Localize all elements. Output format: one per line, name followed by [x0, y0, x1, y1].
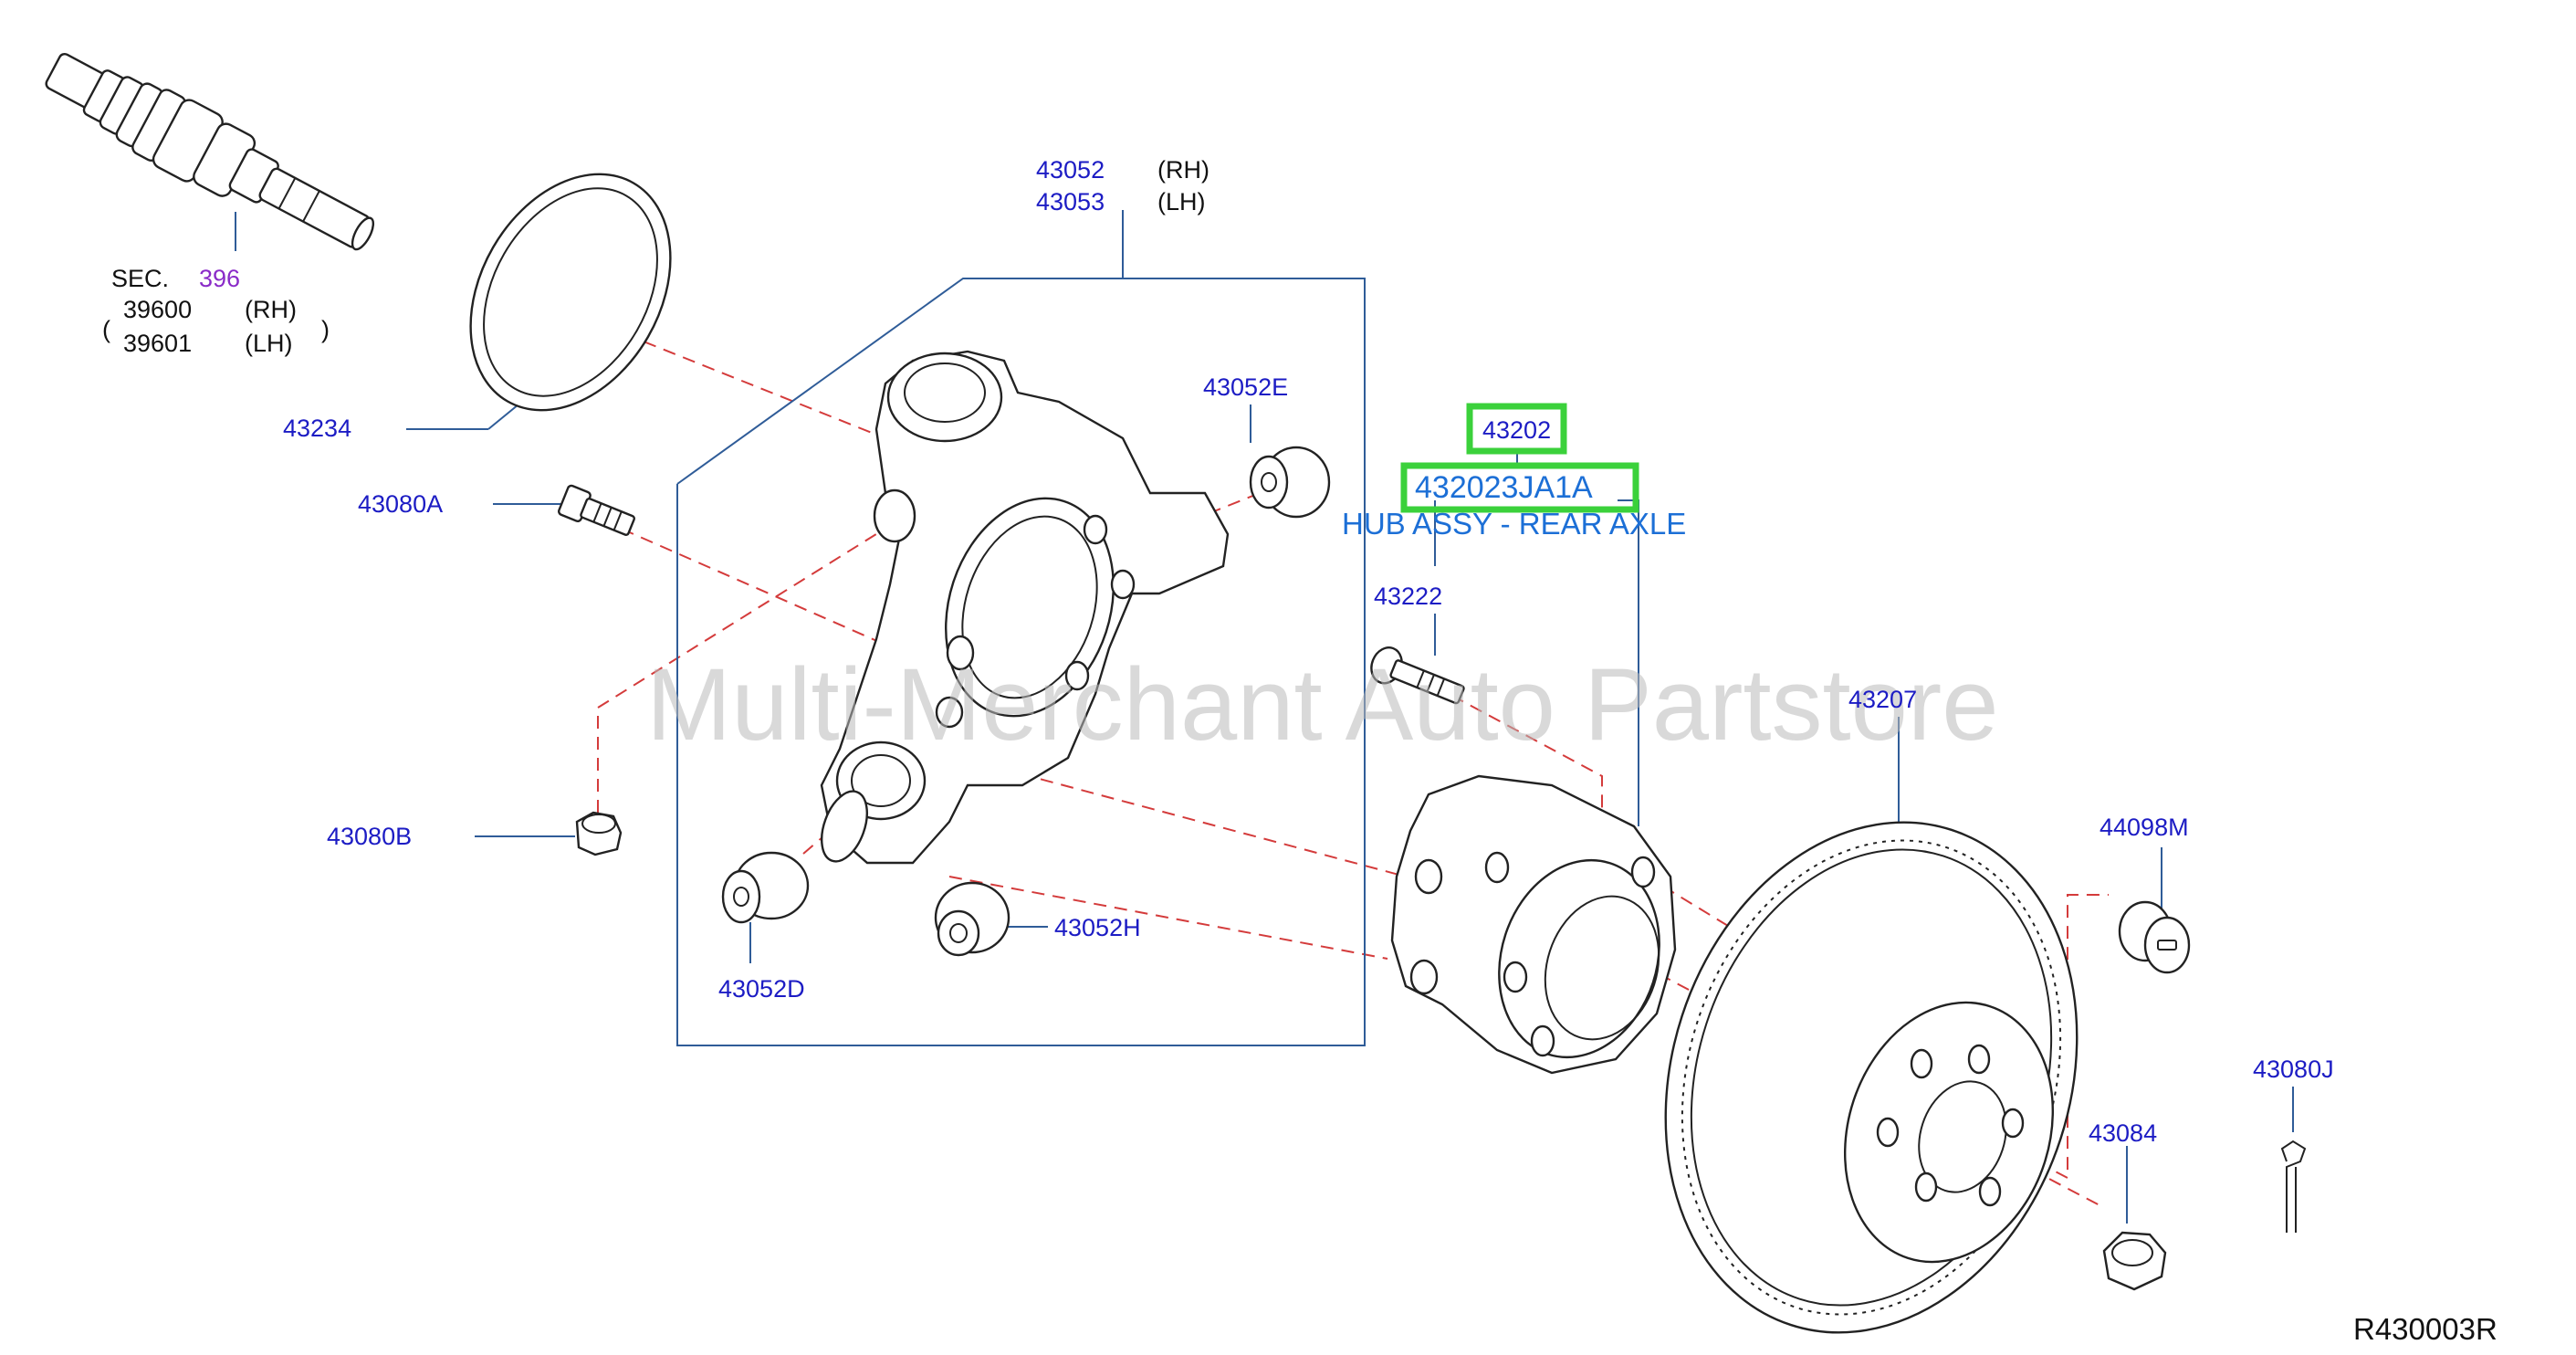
guide-hub-axis: [857, 730, 2100, 1206]
label-knuckle-lh-part[interactable]: 43053: [1036, 188, 1105, 215]
label-43080j[interactable]: 43080J: [2253, 1056, 2334, 1083]
label-43080b[interactable]: 43080B: [327, 823, 412, 850]
guide-bushing-h: [948, 876, 1388, 960]
label-knuckle-lh-side: (LH): [1157, 188, 1206, 215]
label-43084[interactable]: 43084: [2089, 1119, 2157, 1147]
highlight-box-43202: [1466, 403, 1567, 455]
section-prefix: SEC.: [111, 265, 169, 292]
label-part-number[interactable]: 432023JA1A: [1415, 470, 1593, 505]
label-part-description: HUB ASSY - REAR AXLE: [1342, 507, 1686, 541]
label-43234[interactable]: 43234: [283, 415, 351, 442]
hub-assembly-part: [1390, 774, 1677, 1075]
hub-bolt-part: [1370, 646, 1465, 705]
knuckle-group-box: [676, 278, 1366, 1046]
knuckle-labels[interactable]: 43052 (RH) 43053 (LH): [1036, 156, 1209, 215]
nut-43080b-part: [575, 811, 623, 856]
label-43207[interactable]: 43207: [1848, 686, 1917, 713]
label-43222[interactable]: 43222: [1374, 583, 1442, 610]
highlighted-part[interactable]: 43202 432023JA1A HUB ASSY - REAR AXLE: [1342, 403, 1686, 541]
bushing-43052h-part: [934, 881, 1011, 957]
label-43080a[interactable]: 43080A: [358, 490, 443, 518]
highlight-box-part-number: [1400, 462, 1639, 513]
label-knuckle-rh-part[interactable]: 43052: [1036, 156, 1105, 184]
knuckle-part: [820, 350, 1230, 865]
section-number-link[interactable]: 396: [199, 265, 240, 292]
section-reference[interactable]: SEC. 396 ( 39600 (RH) 39601 (LH) ): [102, 265, 330, 357]
label-43052h[interactable]: 43052H: [1054, 914, 1141, 941]
watermark: Multi-Merchant Auto Partstore: [646, 647, 1998, 762]
section-open-paren: (: [102, 316, 110, 343]
guide-nut-b: [597, 510, 914, 813]
cotter-pin-part: [2280, 1140, 2307, 1233]
section-close-paren: ): [321, 316, 330, 343]
section-rh-part: 39600: [123, 296, 192, 323]
bushing-43052e-part: [1249, 446, 1331, 519]
label-knuckle-rh-side: (RH): [1157, 156, 1209, 184]
label-44098m[interactable]: 44098M: [2100, 814, 2189, 841]
bolt-43080a-part: [558, 484, 635, 536]
diagram-reference-code: R430003R: [2353, 1312, 2497, 1346]
drive-shaft-part: [45, 52, 375, 251]
section-lh-part: 39601: [123, 330, 192, 357]
section-lh-side: (LH): [245, 330, 293, 357]
label-43202[interactable]: 43202: [1482, 416, 1551, 444]
section-rh-side: (RH): [245, 296, 297, 323]
brake-rotor-part: [1664, 821, 2079, 1334]
label-43052d[interactable]: 43052D: [718, 975, 805, 1003]
bushing-43052d-part: [721, 851, 810, 924]
label-43052e[interactable]: 43052E: [1203, 373, 1288, 401]
cap-44098m-part: [2118, 900, 2191, 974]
part-labels[interactable]: 43234 43080A 43080B 43052E 43052D 43052H…: [283, 373, 2334, 1147]
seal-ring-part: [469, 173, 672, 412]
nut-43084-part: [2102, 1231, 2167, 1291]
knuckle-group: [235, 210, 1366, 1046]
